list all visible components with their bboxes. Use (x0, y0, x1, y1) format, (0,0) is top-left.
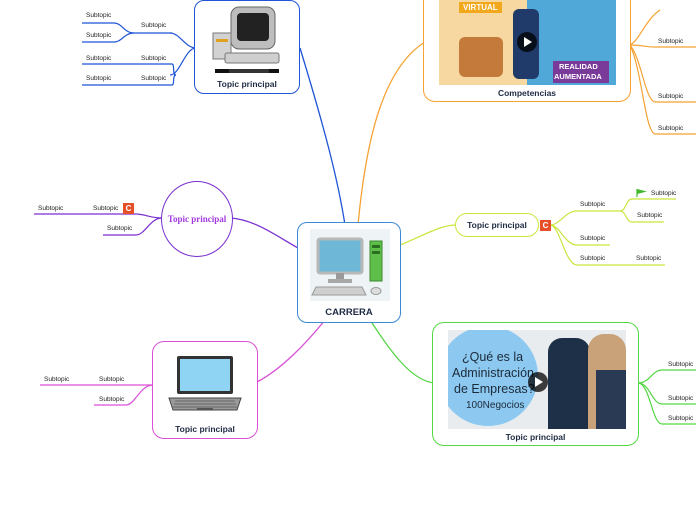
video-label-realidad: REALIDAD (559, 62, 598, 71)
subtopic[interactable]: Subtopic (668, 361, 694, 368)
video-thumbnail[interactable]: ¿Qué es la Administración de Empresas? 1… (448, 330, 626, 429)
subtopic[interactable]: Subtopic (658, 93, 684, 100)
topic-top-right-label: Competencias (497, 88, 557, 98)
subtopic[interactable]: Subtopic (107, 225, 133, 232)
subtopic[interactable]: Subtopic (651, 190, 677, 197)
topic-top-right[interactable]: VIRTUAL REALIDAD AUMENTADA Competencias (423, 0, 631, 102)
video-brand: 100Negocios (466, 400, 525, 411)
c-badge-icon: C (123, 203, 134, 214)
flag-icon (636, 189, 647, 197)
video-title-line-2: Administración (452, 366, 534, 380)
c-badge-icon: C (540, 220, 551, 231)
video-title-line-1: ¿Qué es la (462, 350, 524, 364)
subtopic[interactable]: Subtopic (658, 125, 684, 132)
subtopic[interactable]: Subtopic (86, 32, 112, 39)
video-thumbnail[interactable]: VIRTUAL REALIDAD AUMENTADA (439, 0, 616, 85)
desktop-computer-illustration (212, 6, 280, 73)
subtopic[interactable]: Subtopic (86, 55, 112, 62)
topic-bottom-right-label: Topic principal (505, 432, 566, 442)
topic-mid-right-label: Topic principal (467, 220, 527, 230)
central-topic[interactable]: CARRERA (297, 222, 401, 323)
subtopic[interactable]: Subtopic (141, 55, 167, 62)
topic-mid-left[interactable]: Topic principal (161, 181, 233, 257)
topic-bottom-left-label: Topic principal (175, 424, 235, 434)
laptop-illustration (168, 356, 242, 411)
play-icon[interactable] (528, 372, 548, 392)
subtopic[interactable]: Subtopic (86, 12, 112, 19)
subtopic[interactable]: Subtopic (141, 22, 167, 29)
subtopic[interactable]: Subtopic (86, 75, 112, 82)
central-topic-label: CARRERA (325, 307, 373, 318)
video-label-aumentada: AUMENTADA (554, 72, 602, 81)
video-title-line-3: de Empresas? (454, 382, 535, 396)
subtopic[interactable]: Subtopic (44, 376, 70, 383)
subtopic[interactable]: Subtopic (658, 38, 684, 45)
computer-illustration (310, 229, 390, 301)
topic-bottom-right[interactable]: ¿Qué es la Administración de Empresas? 1… (432, 322, 639, 446)
subtopic[interactable]: Subtopic (580, 201, 606, 208)
subtopic[interactable]: Subtopic (38, 205, 64, 212)
subtopic[interactable]: Subtopic (141, 75, 167, 82)
subtopic[interactable]: Subtopic (636, 255, 662, 262)
subtopic[interactable]: Subtopic (580, 235, 606, 242)
topic-top-left-label: Topic principal (217, 79, 277, 89)
topic-top-left[interactable]: Topic principal (194, 0, 300, 94)
topic-bottom-left[interactable]: Topic principal (152, 341, 258, 439)
subtopic[interactable]: Subtopic (668, 415, 694, 422)
topic-mid-left-label: Topic principal (167, 214, 227, 224)
subtopic[interactable]: Subtopic (99, 376, 125, 383)
subtopic[interactable]: Subtopic (580, 255, 606, 262)
subtopic[interactable]: Subtopic (637, 212, 663, 219)
subtopic[interactable]: Subtopic (93, 205, 119, 212)
subtopic[interactable]: Subtopic (99, 396, 125, 403)
play-icon[interactable] (517, 32, 537, 52)
subtopic[interactable]: Subtopic (668, 395, 694, 402)
topic-mid-right[interactable]: Topic principal (455, 213, 539, 237)
video-label-virtual: VIRTUAL (459, 2, 502, 13)
